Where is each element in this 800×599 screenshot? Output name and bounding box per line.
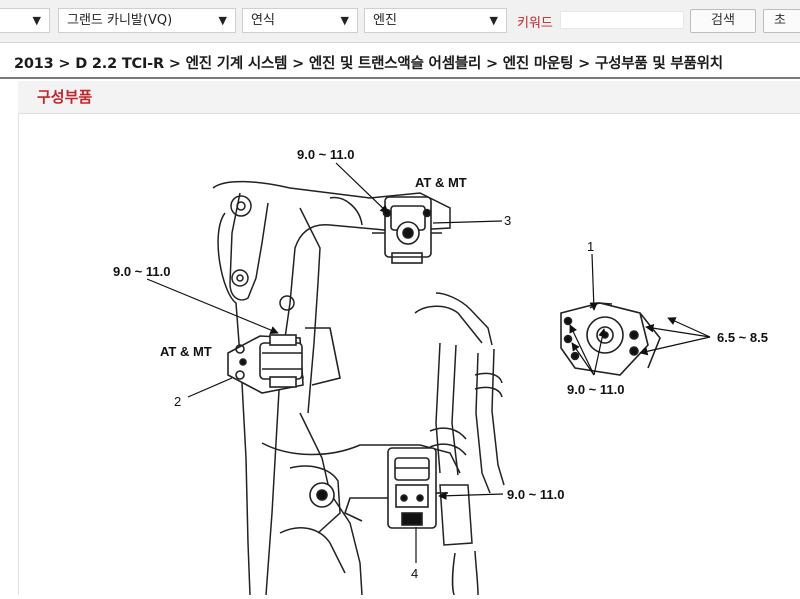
model-select[interactable]: 그랜드 카니발(VQ) ▼ — [58, 8, 236, 33]
chevron-down-icon: ▼ — [489, 14, 498, 27]
engine-mount-1 — [560, 302, 661, 376]
callout-3: 3 — [504, 213, 511, 228]
engine-mount-2 — [227, 327, 341, 394]
torque-label-bottom: 9.0 ~ 11.0 — [507, 487, 564, 502]
year-select-value: 연식 — [251, 13, 275, 28]
search-button[interactable]: 검색 — [690, 9, 756, 33]
keyword-label: 키워드 — [517, 16, 553, 31]
engine-mount-3 — [372, 196, 442, 264]
engine-select[interactable]: 엔진 ▼ — [364, 8, 507, 33]
torque-label-right-b: 9.0 ~ 11.0 — [567, 382, 624, 397]
chevron-down-icon: ▼ — [218, 14, 227, 27]
breadcrumb-divider — [0, 77, 800, 79]
model-select-value: 그랜드 카니발(VQ) — [67, 13, 173, 28]
callout-2: 2 — [174, 394, 181, 409]
engine-select-value: 엔진 — [373, 13, 397, 28]
make-select[interactable]: ▼ — [0, 8, 50, 33]
at-mt-label-top: AT & MT — [415, 175, 467, 190]
callout-4: 4 — [411, 566, 418, 581]
engine-mounting-diagram: 9.0 ~ 11.0 AT & MT 3 9.0 ~ 11.0 AT & MT … — [0, 113, 800, 596]
engine-mount-4 — [309, 447, 448, 529]
torque-label-top: 9.0 ~ 11.0 — [297, 147, 354, 162]
subframe-drawing — [212, 180, 505, 596]
at-mt-label-left: AT & MT — [160, 344, 212, 359]
torque-label-left: 9.0 ~ 11.0 — [113, 264, 170, 279]
chevron-down-icon: ▼ — [32, 14, 41, 27]
engine-mounting-diagram-svg: 9.0 ~ 11.0 AT & MT 3 9.0 ~ 11.0 AT & MT … — [113, 147, 768, 596]
reset-button[interactable]: 초 — [763, 9, 800, 33]
breadcrumb: 2013 > D 2.2 TCI-R > 엔진 기계 시스템 > 엔진 및 트랜… — [14, 56, 723, 72]
torque-label-right-a: 6.5 ~ 8.5 — [717, 330, 768, 345]
leader-lines — [146, 162, 711, 563]
keyword-input[interactable] — [560, 11, 684, 29]
year-select[interactable]: 연식 ▼ — [242, 8, 358, 33]
callout-1: 1 — [587, 239, 594, 254]
chevron-down-icon: ▼ — [340, 14, 349, 27]
content-left-border — [18, 113, 19, 595]
section-header: 구성부품 — [18, 81, 800, 114]
search-toolbar: ▼ 그랜드 카니발(VQ) ▼ 연식 ▼ 엔진 ▼ 키워드 검색 초 — [0, 0, 800, 43]
section-title: 구성부품 — [37, 88, 93, 106]
